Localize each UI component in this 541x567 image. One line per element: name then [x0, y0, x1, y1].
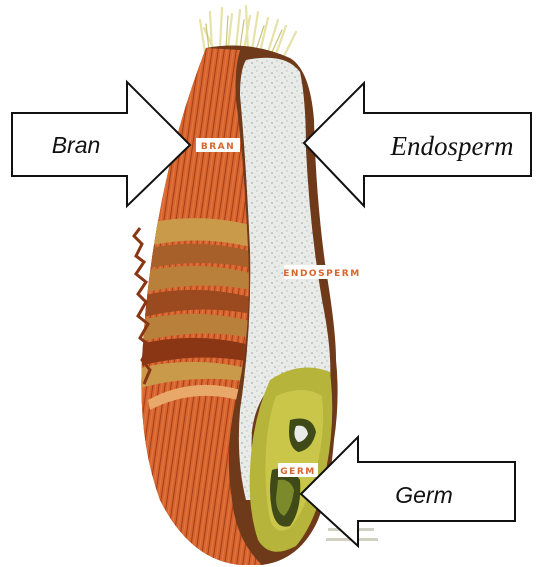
endosperm-tag: ENDOSPERM	[283, 265, 360, 279]
bran-tag-label: BRAN	[201, 142, 235, 152]
germ-tag-label: GERM	[280, 467, 315, 477]
endosperm-tag-label: ENDOSPERM	[283, 269, 360, 279]
endosperm-arrow-label: Endosperm	[390, 131, 514, 161]
endosperm-arrow: Endosperm	[304, 83, 531, 206]
germ-tag: GERM	[278, 463, 318, 477]
bran-tag: BRAN	[196, 138, 240, 152]
germ-arrow-label: Germ	[395, 482, 453, 508]
bran-arrow-label: Bran	[52, 132, 101, 158]
bran-arrow: Bran	[12, 82, 190, 206]
